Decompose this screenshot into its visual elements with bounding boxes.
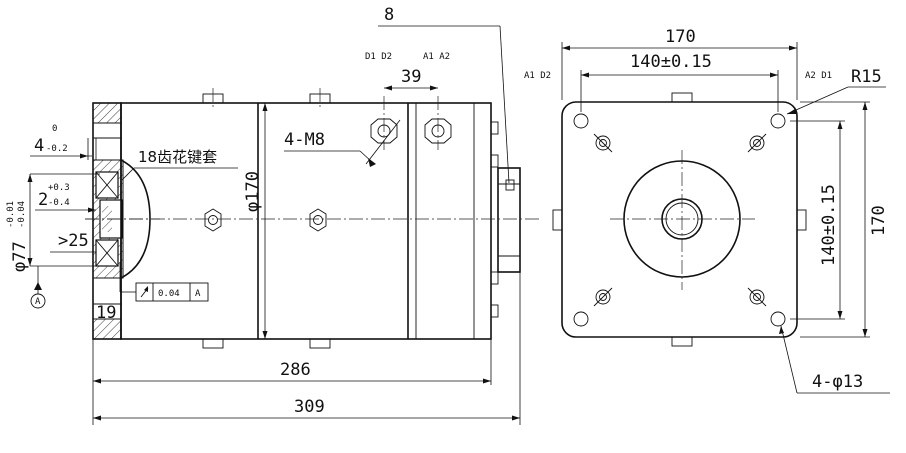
dim-phi77-upper: -0.01 [6, 201, 16, 228]
dim-phi77-lower: -0.04 [17, 201, 27, 228]
side-view [85, 88, 540, 349]
dim-phi77-main: φ77 [10, 241, 30, 272]
datum-a-circle [30, 293, 46, 309]
dim-4-upper: 0 [52, 124, 57, 134]
bolt-heads-bottom [202, 338, 331, 349]
dim-2-lower: -0.4 [48, 198, 70, 208]
item-8-label: 8 [384, 5, 394, 25]
terminal-d1-d2 [370, 96, 398, 150]
bolt-heads-top [202, 88, 331, 110]
front-a1-d2-label: A1 D2 [524, 71, 551, 81]
runout-tolerance-frame: 0.04 A [119, 262, 209, 302]
datum-a-label: A [35, 297, 41, 307]
thread-4-m8-label: 4-M8 [284, 130, 325, 150]
terminal-d1-d2-label: D1 D2 [365, 52, 392, 62]
dim-phi170-label: φ170 [243, 171, 263, 212]
holes-4-phi13-label: 4-φ13 [812, 372, 863, 392]
body-bolts [204, 208, 327, 232]
tolerance-value: 0.04 [158, 289, 180, 299]
dim-2-main: 2 [38, 190, 48, 210]
tolerance-datum: A [195, 289, 201, 299]
mounting-holes [573, 113, 786, 327]
spline-sleeve-note: 18齿花键套 [138, 148, 217, 166]
terminal-a1-a2 [424, 96, 452, 150]
radius-r15-label: R15 [851, 67, 882, 87]
dim-gt25-label: >25 [58, 231, 89, 251]
dim-309-label: 309 [294, 397, 325, 417]
dim-286-label: 286 [280, 360, 311, 380]
dim-39-label: 39 [401, 67, 421, 87]
front-view [552, 92, 807, 347]
threaded-bolts [593, 133, 767, 307]
dim-4-main: 4 [34, 136, 44, 156]
dim-19-label: 19 [96, 303, 116, 323]
dim-4-lower: -0.2 [46, 144, 68, 154]
front-a2-d1-label: A2 D1 [805, 71, 832, 81]
dim-140-side-label: 140±0.15 [819, 184, 839, 266]
dim-170-top-label: 170 [665, 27, 696, 47]
dim-170-side-label: 170 [869, 205, 889, 236]
dim-2-upper: +0.3 [48, 183, 70, 193]
terminal-a1-a2-label: A1 A2 [423, 52, 450, 62]
motor-body [120, 102, 492, 340]
rear-cover [497, 167, 521, 273]
dim-140-top-label: 140±0.15 [630, 52, 712, 72]
